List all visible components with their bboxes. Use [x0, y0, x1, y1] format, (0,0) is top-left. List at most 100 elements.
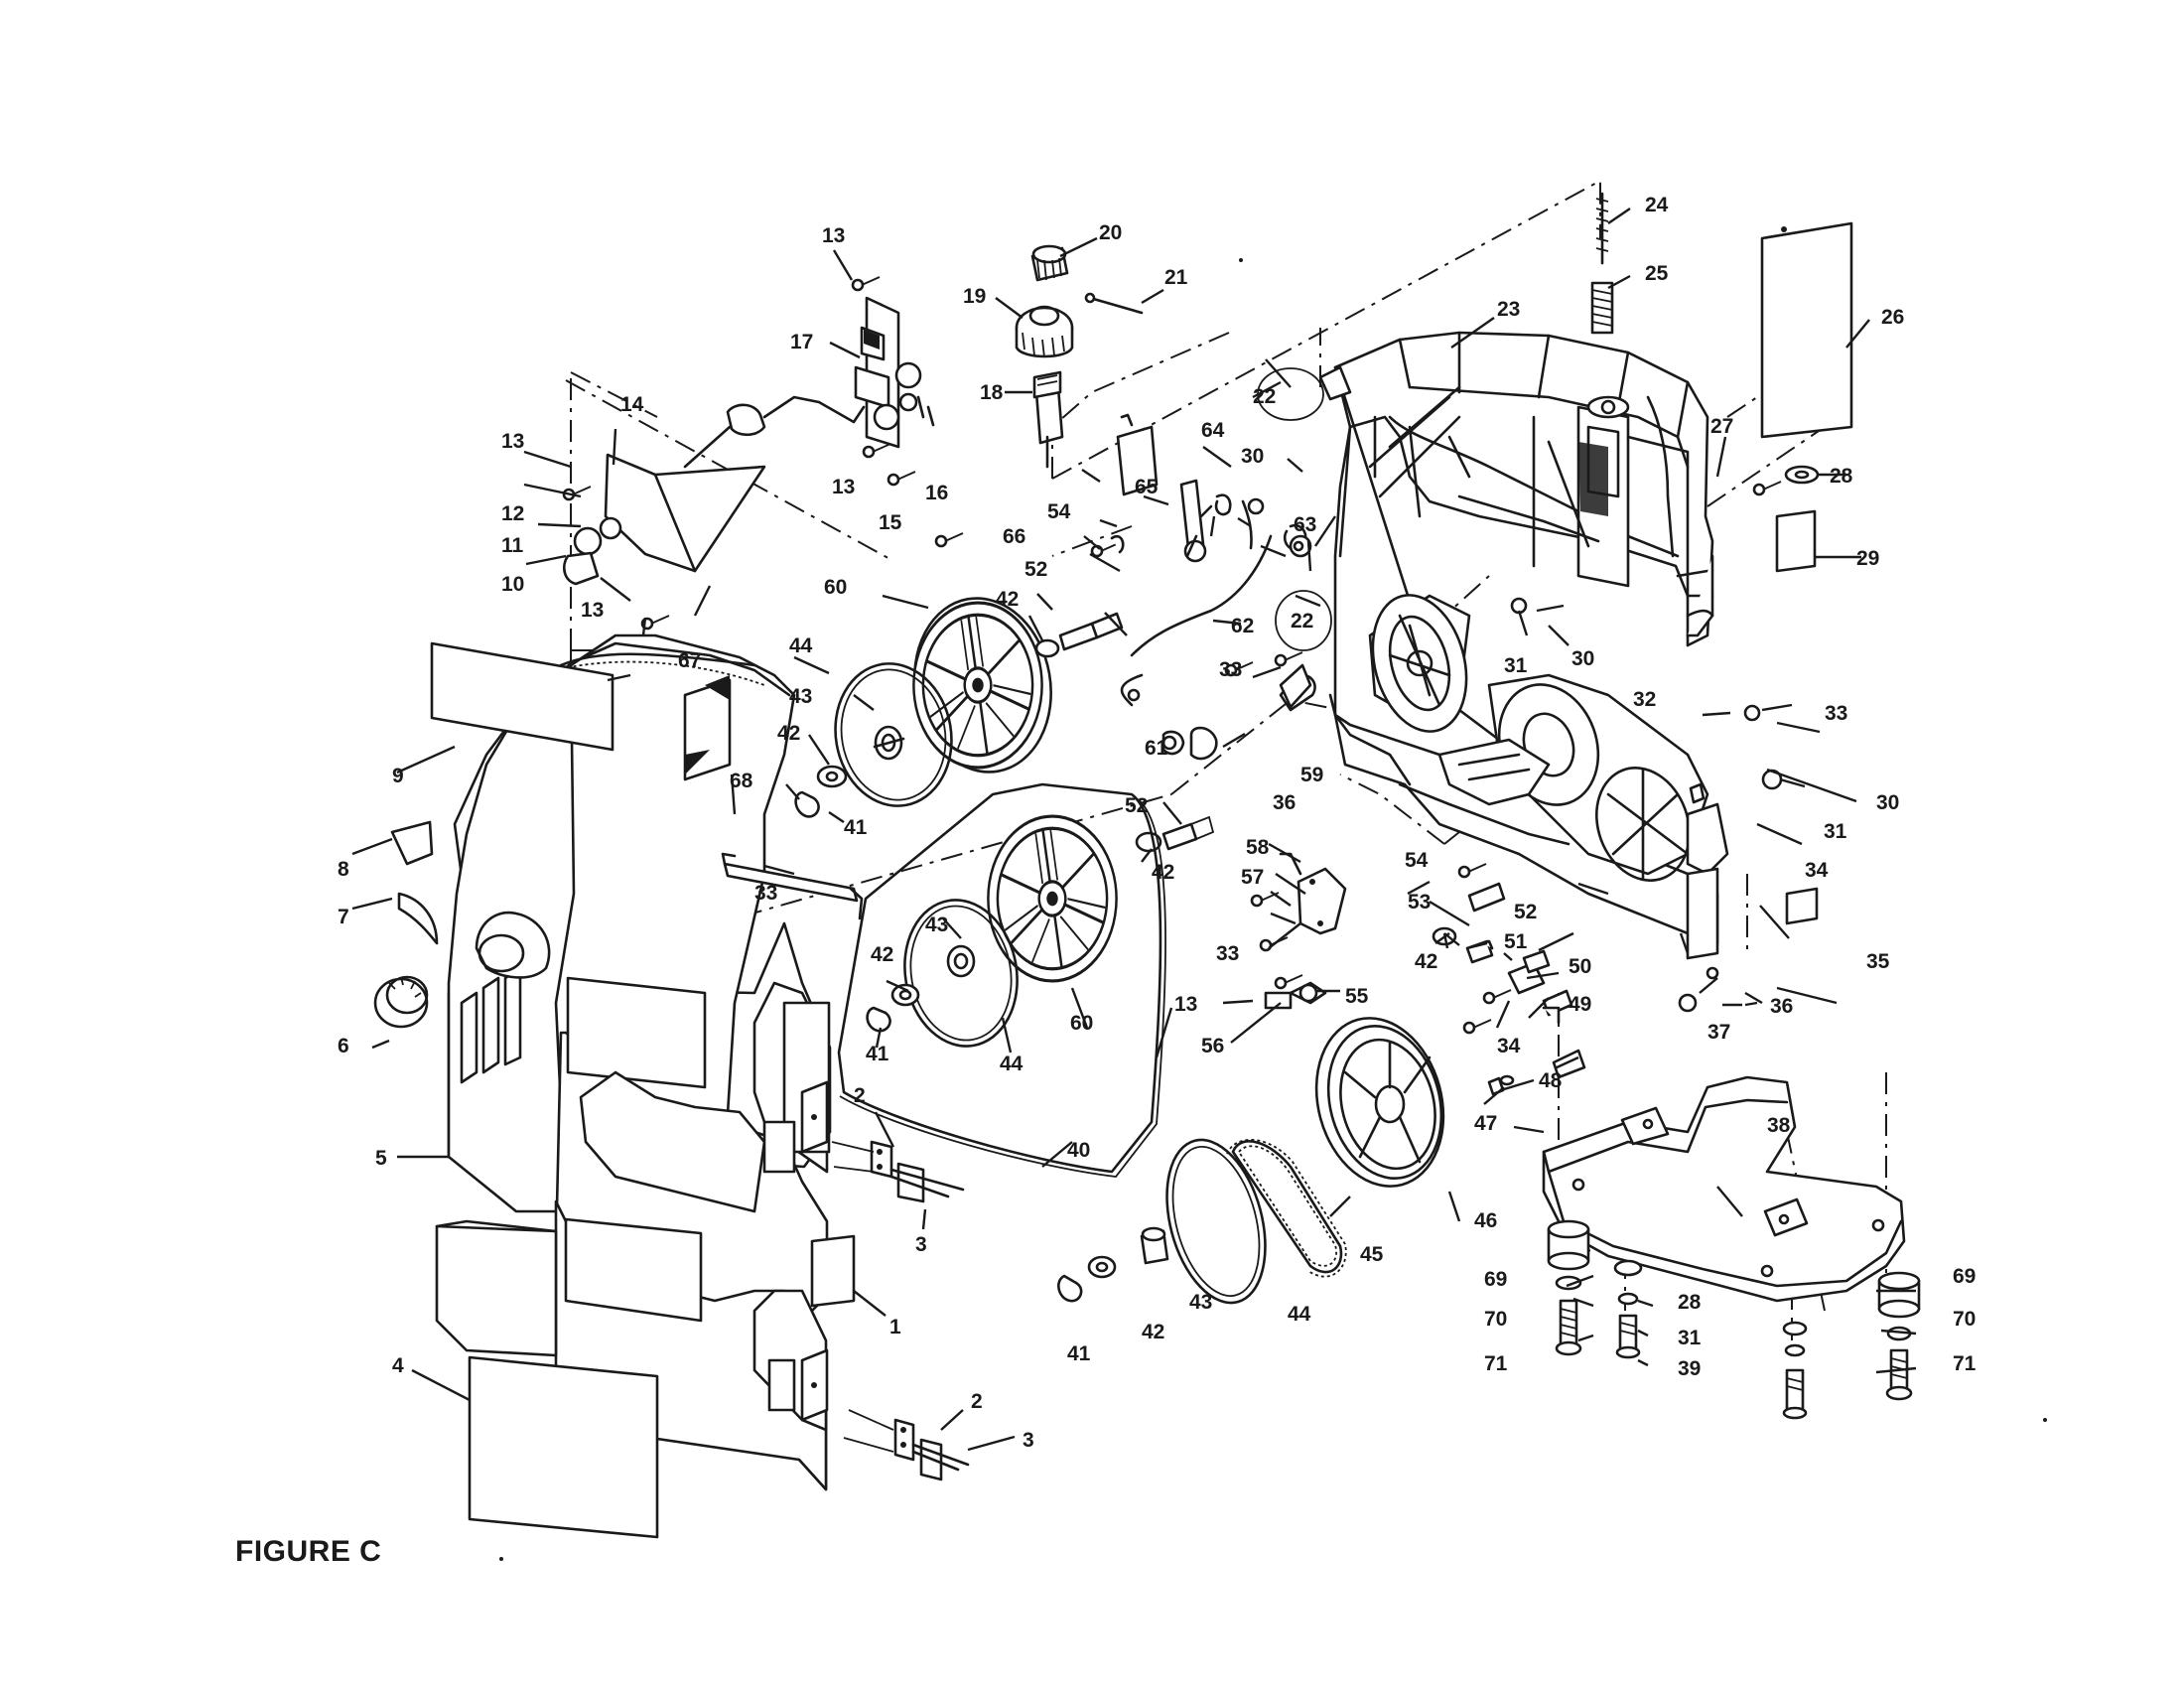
callout-49: 49 — [1569, 993, 1591, 1016]
switch-assembly — [562, 296, 935, 586]
main-frame — [1328, 331, 1729, 960]
callout-9: 9 — [392, 765, 404, 787]
saw-blade — [837, 782, 1162, 1174]
callout-39: 39 — [1678, 1357, 1701, 1380]
callout-30: 30 — [1571, 647, 1594, 670]
mount-bolts — [1613, 1259, 1808, 1420]
callout-25: 25 — [1645, 262, 1669, 285]
callout-67: 67 — [678, 649, 701, 672]
tension-knob-stack — [1015, 244, 1144, 469]
callout-36: 36 — [1273, 791, 1296, 814]
label-panels — [390, 221, 1853, 1539]
callout-33: 33 — [754, 882, 777, 905]
callout-52: 52 — [1514, 901, 1537, 923]
callout-43: 43 — [1189, 1291, 1212, 1314]
callout-42: 42 — [1152, 861, 1174, 884]
callout-31: 31 — [1678, 1327, 1702, 1349]
callout-15: 15 — [879, 511, 902, 534]
callout-33: 33 — [1825, 702, 1847, 725]
callout-4: 4 — [392, 1354, 404, 1377]
lower-tire — [1140, 1138, 1267, 1305]
callout-18: 18 — [980, 381, 1004, 404]
callout-48: 48 — [1539, 1069, 1563, 1092]
callout-30: 30 — [1241, 445, 1264, 468]
callout-52: 52 — [1125, 794, 1148, 817]
callout-53: 53 — [1408, 891, 1431, 914]
callout-41: 41 — [844, 816, 868, 839]
lower-wheel — [976, 801, 1129, 996]
callout-33: 33 — [1216, 942, 1239, 965]
callout-70: 70 — [1484, 1308, 1507, 1331]
callout-68: 68 — [730, 770, 753, 792]
callout-5: 5 — [375, 1147, 387, 1170]
part-callouts: 1 2 2 3 3 4 5 6 7 8 9 10 11 12 13 13 13 … — [338, 194, 1977, 1452]
callout-59: 59 — [1300, 764, 1323, 786]
callout-40: 40 — [1067, 1139, 1090, 1162]
middle-tire — [903, 899, 1019, 1048]
callout-10: 10 — [501, 573, 524, 596]
callout-44: 44 — [1288, 1303, 1311, 1326]
callout-7: 7 — [338, 906, 349, 928]
callout-38: 38 — [1767, 1114, 1791, 1137]
callout-52: 52 — [1024, 558, 1047, 581]
callout-22: 22 — [1253, 385, 1276, 408]
callout-70: 70 — [1953, 1308, 1976, 1331]
callout-58: 58 — [1246, 836, 1270, 859]
callout-54: 54 — [1405, 849, 1429, 872]
callout-6: 6 — [338, 1035, 349, 1057]
wiring-parts — [1110, 413, 1316, 761]
callout-23: 23 — [1497, 298, 1520, 321]
upper-tire — [834, 662, 953, 807]
callout-1: 1 — [889, 1316, 901, 1338]
callout-60: 60 — [824, 576, 847, 599]
callout-44: 44 — [1000, 1053, 1024, 1075]
callout-22: 22 — [1291, 610, 1313, 633]
callout-36: 36 — [1770, 995, 1793, 1018]
callout-56: 56 — [1201, 1035, 1224, 1057]
figure-title: FIGURE C — [235, 1535, 382, 1568]
callout-42: 42 — [996, 588, 1019, 611]
callout-69: 69 — [1484, 1268, 1507, 1291]
callout-31: 31 — [1504, 654, 1528, 677]
callout-62: 62 — [1231, 615, 1254, 637]
guide-assembly — [1264, 939, 1573, 1096]
callout-47: 47 — [1474, 1112, 1497, 1135]
callout-12: 12 — [501, 502, 524, 525]
callout-44: 44 — [789, 634, 813, 657]
callout-28: 28 — [1830, 465, 1853, 488]
callout-11: 11 — [501, 534, 524, 557]
callout-71: 71 — [1484, 1352, 1508, 1375]
hinges — [831, 1140, 970, 1481]
callout-55: 55 — [1345, 985, 1369, 1008]
tension-knob — [373, 975, 429, 1029]
callout-16: 16 — [925, 482, 948, 504]
callout-28: 28 — [1678, 1291, 1702, 1314]
callout-65: 65 — [1135, 476, 1159, 498]
callout-42: 42 — [1142, 1321, 1164, 1343]
callout-13: 13 — [501, 430, 524, 453]
callout-21: 21 — [1164, 266, 1188, 289]
callout-34: 34 — [1497, 1035, 1521, 1057]
callout-3: 3 — [1023, 1429, 1034, 1452]
callout-60: 60 — [1070, 1012, 1093, 1035]
callout-37: 37 — [1707, 1021, 1730, 1044]
callout-26: 26 — [1881, 306, 1904, 329]
drive-belt — [1226, 1139, 1347, 1278]
callout-43: 43 — [789, 685, 812, 708]
callout-43: 43 — [925, 914, 948, 936]
callout-46: 46 — [1474, 1209, 1497, 1232]
callout-66: 66 — [1003, 525, 1025, 548]
callout-32: 32 — [1633, 688, 1656, 711]
callout-2: 2 — [971, 1390, 983, 1413]
leader-lines — [351, 208, 1917, 1452]
base-stand — [1542, 1075, 1906, 1303]
callout-50: 50 — [1569, 955, 1591, 978]
callout-ring-22a — [1257, 367, 1324, 421]
upper-wheel — [901, 588, 1054, 782]
callout-2: 2 — [854, 1084, 866, 1107]
callout-63: 63 — [1294, 513, 1316, 536]
callout-42: 42 — [871, 943, 893, 966]
callout-57: 57 — [1241, 866, 1264, 889]
callout-69: 69 — [1953, 1265, 1976, 1288]
callout-13: 13 — [822, 224, 845, 247]
